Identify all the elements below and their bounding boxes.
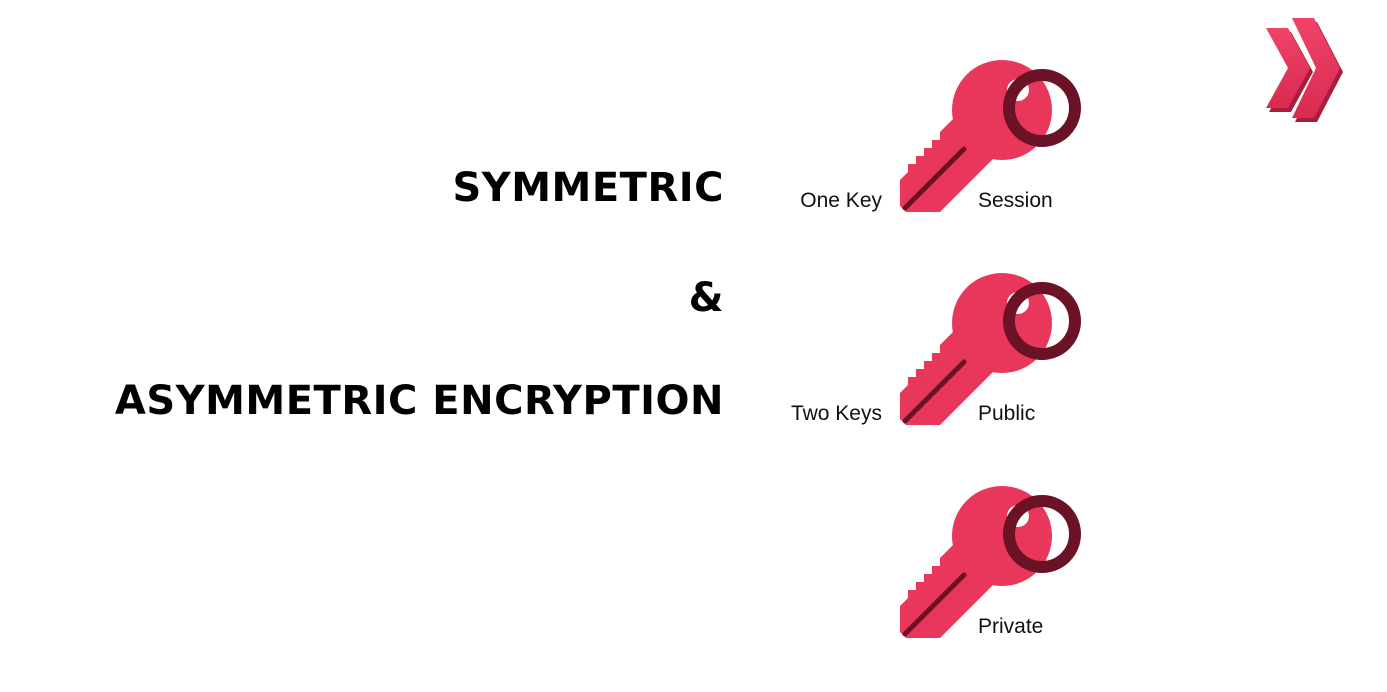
key-icon bbox=[900, 486, 1081, 638]
key-icon bbox=[900, 60, 1081, 212]
key-type-label: Private bbox=[978, 615, 1044, 638]
key-count-label: One Key bbox=[800, 189, 882, 212]
double-chevron-right-icon bbox=[1266, 18, 1343, 122]
key-count-label: Two Keys bbox=[790, 402, 882, 425]
key-type-label: Session bbox=[978, 189, 1053, 212]
headline-symmetric: SYMMETRIC bbox=[452, 165, 724, 211]
headline-ampersand: & bbox=[688, 275, 724, 321]
key-icon bbox=[900, 273, 1081, 425]
headline-asymmetric: ASYMMETRIC ENCRYPTION bbox=[114, 378, 724, 424]
key-type-label: Public bbox=[978, 402, 1036, 425]
